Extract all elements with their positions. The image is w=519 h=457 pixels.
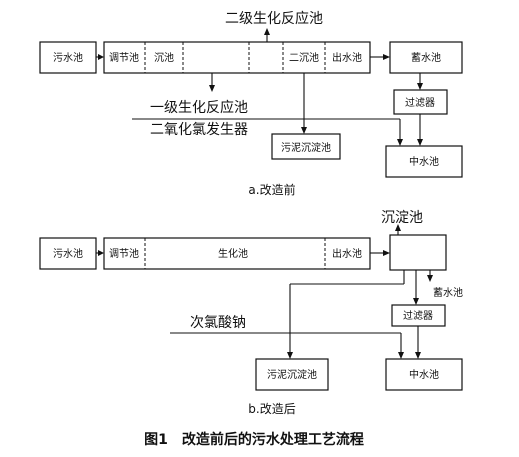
box-sewage-pool [39, 41, 97, 74]
label-reclaimed-pool: 中水池 [409, 155, 439, 168]
label-sewage-pool-b: 污水池 [53, 247, 83, 260]
box-sludge-pool [271, 133, 341, 160]
box-sludge-pool-b [255, 358, 329, 391]
diagram-b: 污水池 调节池 生化池 出水池 沉淀池 蓄水池 过滤器 [39, 210, 463, 416]
figure-caption: 图1 改造前后的污水处理工艺流程 [144, 431, 364, 448]
box-main-pool-b [103, 237, 371, 270]
label-sludge-pool: 污泥沉淀池 [281, 141, 331, 154]
box-reclaimed-pool-b [385, 358, 463, 391]
label-filter-b: 过滤器 [403, 309, 433, 322]
label-sewage-pool: 污水池 [53, 51, 83, 64]
label-storage-pool: 蓄水池 [411, 51, 441, 64]
label-regulating-pool-b: 调节池 [109, 247, 139, 260]
label-outlet-pool-b: 出水池 [332, 247, 362, 260]
label-outlet-pool: 出水池 [332, 51, 362, 64]
label-secondary-sedimentation: 二沉池 [289, 51, 319, 64]
box-settling-pool [389, 234, 447, 271]
caption-a: a.改造前 [248, 182, 295, 197]
label-sedimentation-pool: 沉池 [154, 51, 174, 64]
box-main-pool-a [103, 41, 371, 74]
diagram-a: 二级生化反应池 污水池 调节池 沉池 二沉池 出水池 蓄水池 [39, 10, 463, 197]
label-regulating-pool: 调节池 [109, 51, 139, 64]
label-secondary-bioreactor: 二级生化反应池 [225, 10, 323, 27]
label-sludge-pool-b: 污泥沉淀池 [267, 368, 317, 381]
label-bio-pool: 生化池 [218, 247, 248, 260]
box-sewage-pool-b [39, 237, 97, 270]
box-storage-pool [389, 41, 463, 74]
label-reclaimed-pool-b: 中水池 [409, 368, 439, 381]
label-primary-bioreactor: 一级生化反应池 [150, 99, 248, 116]
label-storage-pool-b: 蓄水池 [433, 286, 463, 299]
label-settling-pool: 沉淀池 [381, 210, 423, 226]
label-chlorine-dioxide-generator: 二氧化氯发生器 [150, 122, 248, 138]
box-reclaimed-pool [385, 145, 463, 178]
label-sodium-hypochlorite: 次氯酸钠 [190, 315, 246, 331]
caption-b: b.改造后 [248, 402, 295, 416]
label-filter: 过滤器 [405, 96, 435, 109]
